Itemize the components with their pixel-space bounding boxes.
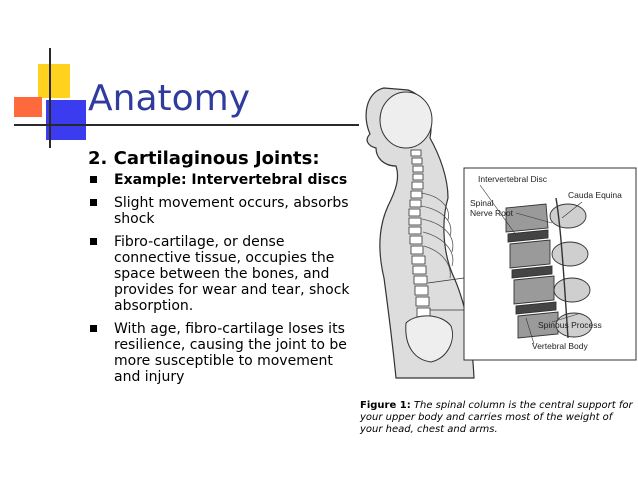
label-spinal-nerve-root-1: Spinal <box>470 198 494 208</box>
decor-yellow-square <box>38 64 70 98</box>
label-pointer <box>551 313 579 323</box>
label-spinal-nerve-root-2: Nerve Root <box>470 208 514 218</box>
caption-text: The spinal column is the central support… <box>360 400 633 435</box>
slide-subtitle: 2. Cartilaginous Joints: <box>88 148 320 169</box>
leader-line <box>427 277 465 284</box>
skull <box>379 91 433 149</box>
decor-vertical-line <box>49 48 51 148</box>
caption-label: Figure 1: <box>360 400 411 411</box>
label-pointer <box>479 184 517 236</box>
ribs <box>420 192 454 279</box>
label-vertebral-body: Vertebral Body <box>532 341 589 351</box>
decor-blue-square <box>46 100 86 140</box>
title-underline <box>14 124 359 126</box>
slide-title: Anatomy <box>88 78 251 119</box>
bullet-item: Fibro-cartilage, or dense connective tis… <box>88 234 350 314</box>
decor-red-square <box>14 97 42 117</box>
bullet-item: Example: Intervertebral discs <box>88 172 350 188</box>
label-spinous-process: Spinous Process <box>538 320 602 330</box>
figure-caption: Figure 1: The spinal column is the centr… <box>360 400 635 436</box>
pelvis <box>405 315 453 363</box>
label-pointer <box>515 212 553 224</box>
bullet-list: Example: Intervertebral discs Slight mov… <box>88 172 350 392</box>
label-pointer <box>561 201 583 219</box>
spine-column <box>408 149 431 318</box>
vertebrae-detail <box>505 197 593 339</box>
spine-illustration: Intervertebral Disc Cauda Equina Spinal … <box>365 87 637 379</box>
bullet-item: With age, fibro-cartilage loses its resi… <box>88 321 350 385</box>
label-intervertebral-disc: Intervertebral Disc <box>478 174 548 184</box>
label-cauda-equina: Cauda Equina <box>568 190 622 200</box>
bullet-item: Slight movement occurs, absorbs shock <box>88 195 350 227</box>
label-pointer <box>525 317 535 345</box>
